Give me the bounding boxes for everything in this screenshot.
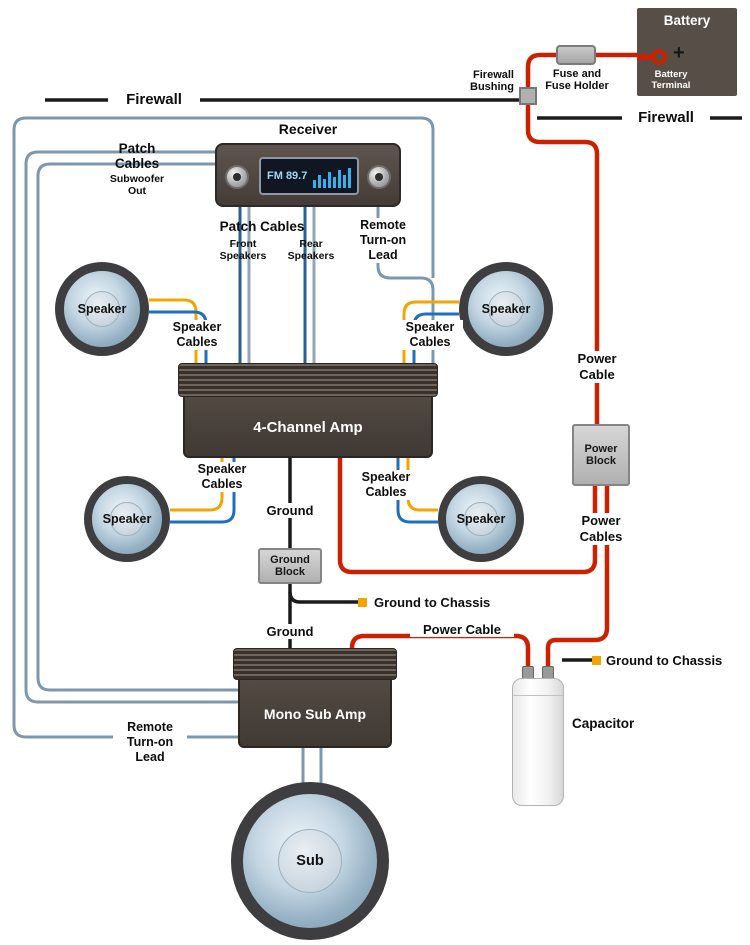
- four-channel-amp: 4-Channel Amp: [178, 363, 438, 458]
- power-cable-label-bottom: Power Cable: [410, 622, 514, 637]
- battery-terminal-stub: [637, 54, 653, 60]
- radio-frequency: FM 89.7: [267, 170, 308, 182]
- firewall-label-left: Firewall: [108, 90, 200, 110]
- speaker-rear-right: Speaker: [438, 476, 524, 562]
- battery-terminal-label: Battery Terminal: [651, 69, 691, 91]
- receiver-display: FM 89.7: [259, 157, 359, 195]
- mono-sub-amp: Mono Sub Amp: [233, 648, 397, 748]
- subwoofer-patch-cables-label: Patch Cables Subwoofer Out: [109, 141, 165, 197]
- ground-label-bottom: Ground: [258, 624, 322, 639]
- equalizer-bars-icon: [313, 164, 352, 188]
- firewall-label-right: Firewall: [622, 108, 710, 128]
- fuse-holder: [556, 45, 596, 65]
- mono-sub-amp-label: Mono Sub Amp: [263, 706, 367, 722]
- speaker-cables-label-bl: Speaker Cables: [189, 462, 255, 492]
- remote-turn-on-lead-wire: [12, 116, 435, 739]
- fuse-holder-label: Fuse and Fuse Holder: [545, 68, 609, 92]
- receiver-label: Receiver: [278, 121, 338, 137]
- speaker-front-right: Speaker: [459, 262, 553, 356]
- capacitor: [512, 678, 564, 806]
- power-block: Power Block: [572, 424, 630, 486]
- remote-turn-on-lead-label-top: Remote Turn-on Lead: [352, 218, 414, 263]
- amp-heatsink-fins: [233, 648, 397, 680]
- subwoofer: Sub: [231, 782, 389, 940]
- tuning-knob-icon: [367, 165, 391, 189]
- remote-turn-on-lead-label-bottom: Remote Turn-on Lead: [113, 720, 187, 765]
- power-cable-main: [525, 52, 600, 424]
- ground-to-chassis-label-1: Ground to Chassis: [374, 595, 491, 610]
- firewall-bushing: [519, 87, 537, 105]
- four-channel-amp-label: 4-Channel Amp: [253, 419, 363, 436]
- speaker-cable-bl-blue: [170, 458, 236, 524]
- speaker-front-left: Speaker: [55, 262, 149, 356]
- speaker-dust-cap: [110, 502, 144, 536]
- speaker-cable-bl-yellow: [170, 458, 224, 512]
- ground-to-chassis-label-2: Ground to Chassis: [606, 653, 723, 668]
- amp-heatsink-fins: [178, 363, 438, 397]
- power-cable-block-to-capacitor: [545, 486, 610, 668]
- patch-cables-label: Patch Cables: [219, 219, 305, 234]
- ground-block: Ground Block: [258, 548, 322, 584]
- ground-label-top: Ground: [258, 503, 322, 518]
- battery: Battery + Battery Terminal: [637, 8, 737, 96]
- subwoofer-patch-cable-wire-2: [36, 162, 240, 692]
- speaker-dust-cap: [83, 290, 121, 328]
- speaker-rear-left: Speaker: [84, 476, 170, 562]
- receiver: FM 89.7: [215, 143, 401, 207]
- speaker-cables-label-tl: Speaker Cables: [164, 320, 230, 350]
- battery-terminal-ring-icon: [651, 49, 667, 65]
- power-cables-label: Power Cables: [567, 513, 635, 545]
- remote-turn-on-lead-receiver-wire: [376, 207, 435, 363]
- speaker-cables-label-br: Speaker Cables: [353, 470, 419, 500]
- speaker-dust-cap: [487, 290, 525, 328]
- power-cable-block-to-4ch-amp: [337, 458, 598, 575]
- speaker-cable-br-blue: [396, 458, 438, 524]
- front-speakers-label: Front Speakers: [219, 238, 267, 262]
- power-cable-label-right: Power Cable: [566, 351, 628, 383]
- firewall-bushing-label: Firewall Bushing: [470, 69, 514, 93]
- battery-plus-sign: +: [673, 42, 685, 64]
- ground-to-chassis-wire-1: [288, 591, 358, 604]
- speaker-dust-cap: [464, 502, 498, 536]
- speaker-cables-label-tr: Speaker Cables: [397, 320, 463, 350]
- volume-knob-icon: [225, 165, 249, 189]
- capacitor-label: Capacitor: [572, 716, 635, 731]
- subwoofer-patch-cable-wire-1: [24, 150, 240, 704]
- speaker-dust-cap: [277, 828, 343, 894]
- chassis-connector-1: [358, 598, 367, 607]
- battery-label: Battery: [663, 13, 711, 28]
- rear-speakers-label: Rear Speakers: [287, 238, 335, 262]
- chassis-connector-2: [592, 656, 601, 665]
- power-cable-capacitor-to-mono-amp: [349, 633, 531, 668]
- speaker-cable-tr-yellow: [402, 300, 459, 363]
